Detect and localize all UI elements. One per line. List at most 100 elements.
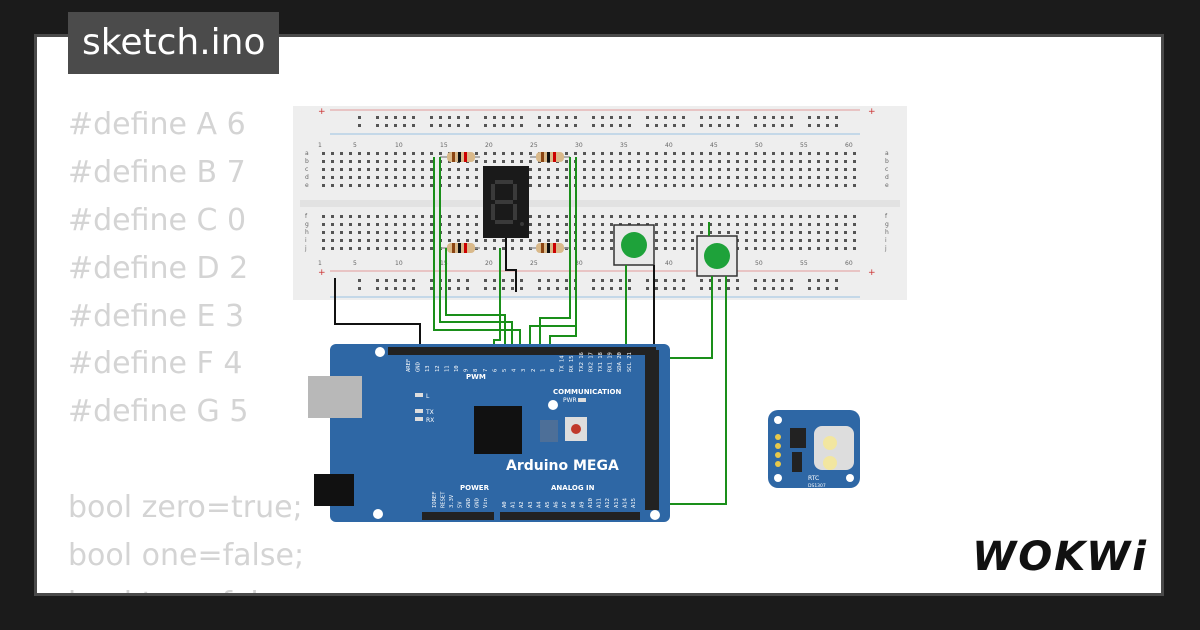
breadboard-hole [826,215,829,218]
row-letter: b [305,158,309,165]
breadboard-hole [601,215,604,218]
breadboard-hole [664,239,667,242]
breadboard-hole [592,279,595,282]
push-button[interactable] [696,235,738,277]
breadboard-hole [529,176,532,179]
breadboard-hole [547,168,550,171]
breadboard-hole [655,160,658,163]
breadboard-hole [664,223,667,226]
breadboard-hole [358,168,361,171]
breadboard-hole [664,287,667,290]
breadboard-hole [817,168,820,171]
breadboard-hole [394,223,397,226]
breadboard-hole [754,239,757,242]
breadboard-hole [475,223,478,226]
breadboard-hole [772,160,775,163]
breadboard-hole [790,168,793,171]
breadboard-hole [799,223,802,226]
breadboard-hole [826,247,829,250]
breadboard-hole [592,152,595,155]
reset-button[interactable] [571,424,581,434]
breadboard-hole [727,176,730,179]
breadboard-hole [349,152,352,155]
breadboard-hole [430,160,433,163]
breadboard-hole [727,223,730,226]
breadboard-hole [673,239,676,242]
breadboard-hole [592,160,595,163]
column-number: 55 [800,142,808,149]
pin-label: A12 [605,498,611,508]
breadboard-hole [664,231,667,234]
breadboard-hole [358,223,361,226]
row-letter: g [885,221,889,228]
breadboard-hole [412,176,415,179]
breadboard-hole [754,160,757,163]
breadboard-hole [538,231,541,234]
breadboard-hole [709,215,712,218]
breadboard-hole [565,287,568,290]
breadboard-hole [808,239,811,242]
row-letter: d [885,174,889,181]
breadboard-hole [601,152,604,155]
breadboard-hole [502,279,505,282]
push-button[interactable] [613,224,655,266]
breadboard-hole [484,279,487,282]
breadboard-hole [853,176,856,179]
breadboard-hole [736,168,739,171]
resistor[interactable] [530,243,570,253]
filename-tab[interactable]: sketch.ino [68,12,280,74]
breadboard-hole [421,239,424,242]
breadboard-hole [754,168,757,171]
arduino-mega-board[interactable]: Arduino MEGA PWM COMMUNICATION POWER ANA… [308,344,670,522]
breadboard-hole [340,184,343,187]
breadboard-hole [637,184,640,187]
breadboard-hole [655,184,658,187]
breadboard-hole [529,239,532,242]
breadboard-hole [673,124,676,127]
breadboard-hole [763,223,766,226]
rtc-module[interactable]: RTC DS1307 [768,410,860,489]
breadboard-hole [502,124,505,127]
breadboard-hole [808,176,811,179]
breadboard-hole [457,116,460,119]
breadboard-hole [547,184,550,187]
breadboard-hole [781,223,784,226]
breadboard-hole [358,184,361,187]
breadboard-hole [349,223,352,226]
breadboard-hole [808,116,811,119]
pin-label: 10 [454,365,460,372]
column-number: 1 [318,260,322,267]
breadboard-hole [772,239,775,242]
breadboard-hole [826,124,829,127]
breadboard-hole [394,124,397,127]
breadboard-hole [601,223,604,226]
breadboard-hole [799,184,802,187]
breadboard-hole [340,160,343,163]
breadboard-hole [376,116,379,119]
breadboard-hole [691,176,694,179]
breadboard-hole [835,176,838,179]
row-letter: i [305,237,307,244]
seven-segment-display[interactable] [483,166,529,238]
breadboard-hole [493,247,496,250]
breadboard-hole [853,231,856,234]
breadboard-hole [673,223,676,226]
resistor[interactable] [440,152,480,162]
resistor[interactable] [530,152,570,162]
breadboard-hole [385,231,388,234]
breadboard-hole [511,279,514,282]
breadboard-hole [646,124,649,127]
breadboard-hole [826,116,829,119]
breadboard-hole [403,160,406,163]
wokwi-logo[interactable]: WOKWi [972,534,1148,580]
breadboard-hole [430,184,433,187]
breadboard-hole [745,168,748,171]
breadboard-hole [610,160,613,163]
breadboard-hole [358,116,361,119]
breadboard-hole [421,176,424,179]
column-number: 10 [395,260,403,267]
breadboard-hole [502,287,505,290]
breadboard-hole [817,116,820,119]
breadboard-hole [745,215,748,218]
breadboard-hole [511,239,514,242]
